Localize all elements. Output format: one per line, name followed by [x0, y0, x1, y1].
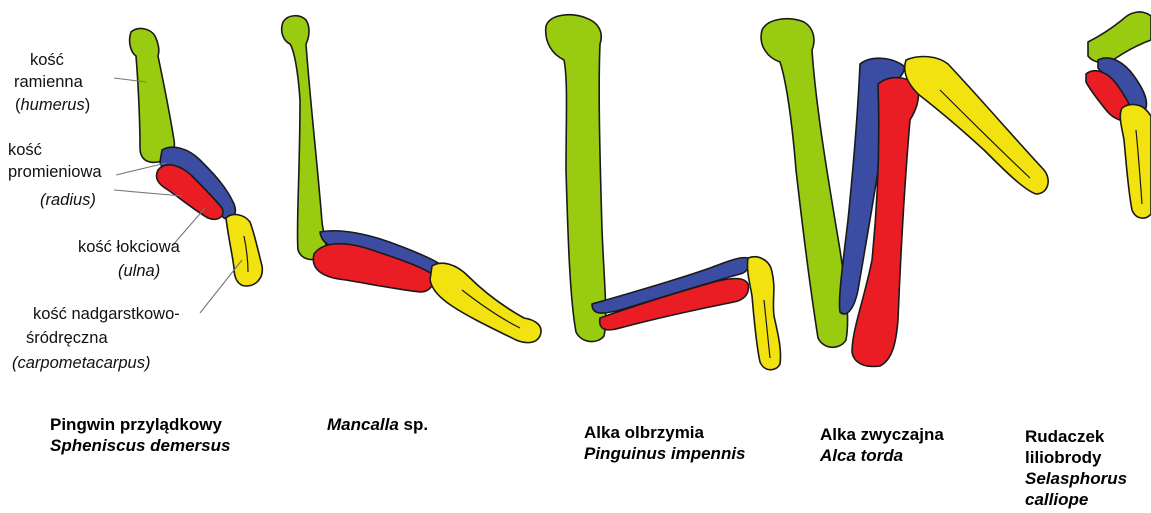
carpometacarpus-label-line1: kość nadgarstkowo-: [33, 304, 180, 324]
humerus-paren-close: ): [85, 96, 91, 114]
caption-mancalla-suffix: sp.: [399, 415, 428, 434]
radius-label-line2: promieniowa: [8, 162, 102, 182]
selasphorus-carpometacarpus: [1120, 105, 1151, 219]
selasphorus-humerus: [1088, 12, 1151, 62]
selasphorus-wing: [1086, 12, 1151, 218]
radius-latin-label: (radius): [40, 190, 96, 210]
caption-pinguinus-common: Alka olbrzymia: [584, 422, 746, 443]
humerus-latin-name: humerus: [21, 96, 85, 114]
caption-spheniscus-common: Pingwin przylądkowy: [50, 414, 230, 435]
caption-alca-common: Alka zwyczajna: [820, 424, 944, 445]
caption-pinguinus-latin: Pinguinus impennis: [584, 443, 746, 464]
ulna-label: kość łokciowa: [78, 237, 180, 257]
caption-selasphorus-latin-1: Selasphorus: [1025, 468, 1127, 489]
caption-mancalla: Mancalla sp.: [327, 414, 428, 435]
mancalla-ulna: [313, 244, 433, 292]
radius-label-line1: kość: [8, 140, 42, 160]
caption-spheniscus: Pingwin przylądkowy Spheniscus demersus: [50, 414, 230, 456]
caption-mancalla-genus: Mancalla: [327, 415, 399, 434]
caption-alca: Alka zwyczajna Alca torda: [820, 424, 944, 466]
mancalla-wing: [282, 16, 541, 343]
humerus-label-line1: kość: [30, 50, 64, 70]
mancalla-humerus: [282, 16, 327, 260]
caption-selasphorus-latin-2: calliope: [1025, 489, 1127, 510]
caption-selasphorus: Rudaczek liliobrody Selasphorus calliope: [1025, 426, 1127, 510]
pinguinus-humerus: [546, 15, 606, 342]
pinguinus-carpometacarpus: [747, 257, 780, 370]
alca-carpometacarpus: [905, 57, 1048, 194]
alca-wing: [761, 19, 1048, 367]
caption-selasphorus-common-2: liliobrody: [1025, 447, 1127, 468]
spheniscus-humerus: [130, 29, 175, 163]
carpometacarpus-label-line2: śródręczna: [26, 328, 108, 348]
ulna-latin-label: (ulna): [118, 261, 160, 281]
carpometacarpus-leader-line: [200, 260, 242, 313]
caption-pinguinus: Alka olbrzymia Pinguinus impennis: [584, 422, 746, 464]
pinguinus-wing: [546, 15, 781, 370]
spheniscus-carpometacarpus: [226, 215, 262, 286]
carpometacarpus-latin-label: (carpometacarpus): [12, 353, 150, 373]
mancalla-carpometacarpus: [430, 263, 541, 342]
caption-selasphorus-common-1: Rudaczek: [1025, 426, 1127, 447]
caption-alca-latin: Alca torda: [820, 445, 944, 466]
humerus-latin-label: (humerus): [15, 95, 90, 115]
caption-spheniscus-latin: Spheniscus demersus: [50, 435, 230, 456]
humerus-label-line2: ramienna: [14, 72, 83, 92]
